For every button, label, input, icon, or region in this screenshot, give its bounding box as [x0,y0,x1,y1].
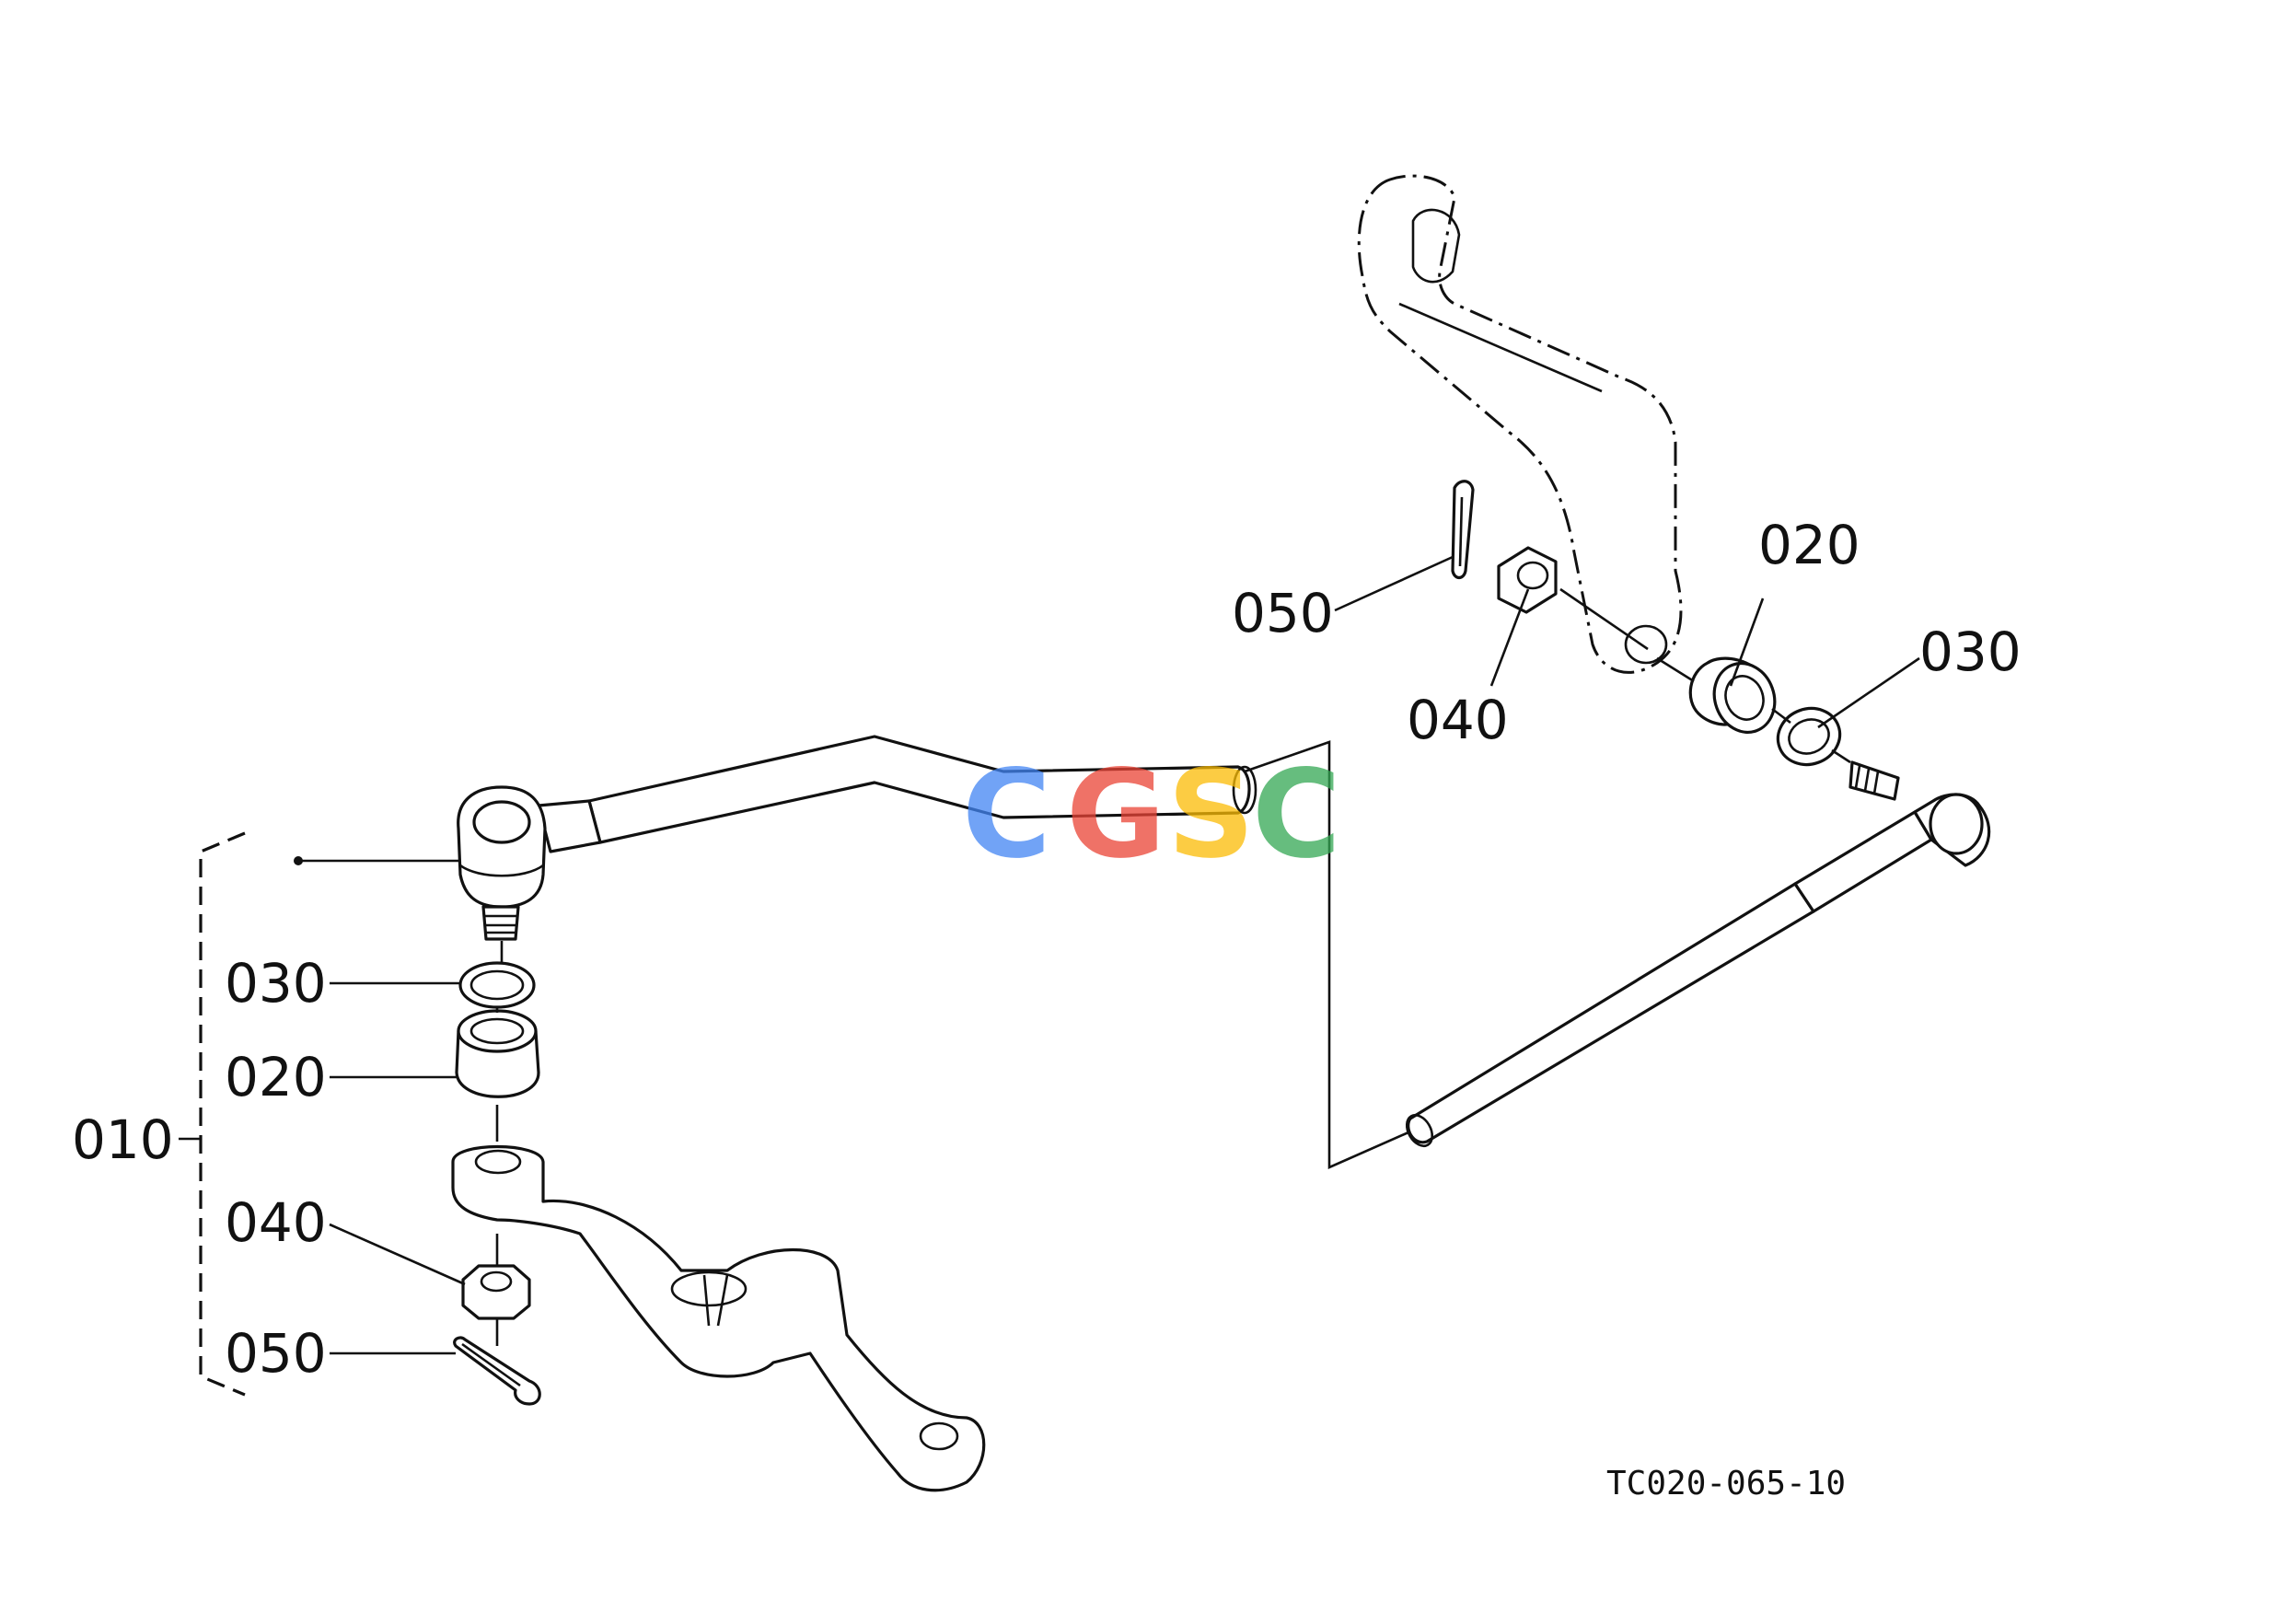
label-010: 010 [72,1108,174,1171]
label-right-050: 050 [1232,582,1334,644]
leader-right-030 [1817,656,1920,729]
watermark-letter-3: S [1167,744,1255,886]
label-right-030: 030 [1919,621,2022,683]
right-cotter-pin [1451,480,1475,580]
left-tie-rod [537,735,1257,853]
drawing-code: TC020-065-10 [1606,1465,1846,1502]
leader-left-040 [329,1223,466,1286]
label-right-040: 040 [1407,689,1509,751]
watermark-letter-2: G [1066,744,1165,886]
left-seal-ring [458,961,536,1009]
left-castle-nut [461,1264,531,1320]
left-cotter-pin [453,1336,541,1406]
label-left-040: 040 [225,1191,327,1254]
left-dust-cover [455,1009,540,1098]
label-left-030: 030 [225,952,327,1015]
left-ball-joint [457,785,547,941]
watermark-letter-4: C [1252,744,1341,886]
right-castle-nut [1497,546,1558,614]
assembly-bracket [179,831,458,1397]
knuckle-arm [451,1144,986,1492]
label-right-020: 020 [1758,514,1860,576]
right-seal-ring [1776,706,1842,767]
leader-right-020 [1729,597,1765,687]
right-tie-rod [1405,760,1991,1148]
label-left-020: 020 [225,1046,327,1108]
label-left-050: 050 [225,1322,327,1385]
leader-right-040 [1489,588,1530,687]
leader-right-050 [1334,555,1454,612]
watermark: C G S C [962,744,1341,886]
watermark-letter-1: C [962,744,1051,886]
pitman-arm [1357,174,1683,674]
right-dust-cover [1688,656,1777,734]
